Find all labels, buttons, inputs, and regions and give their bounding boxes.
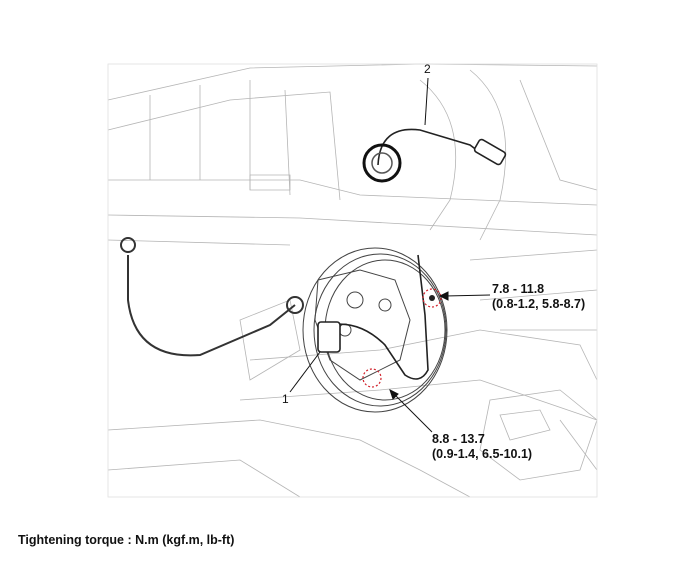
brake-hose (120, 237, 304, 357)
torque-spec-lower: 8.8 - 13.7 (0.9-1.4, 6.5-10.1) (432, 432, 532, 462)
torque-markers (362, 288, 442, 388)
torque-marker-lower (362, 368, 382, 388)
grommet (362, 143, 402, 183)
brake-assembly (302, 247, 448, 413)
torque-nm: 8.8 - 13.7 (432, 432, 485, 446)
tightening-torque-note: Tightening torque : N.m (kgf.m, lb-ft) (18, 533, 235, 547)
leader-lines (289, 77, 491, 433)
torque-alt: (0.8-1.2, 5.8-8.7) (492, 297, 586, 311)
torque-alt: (0.9-1.4, 6.5-10.1) (432, 447, 533, 461)
wheel-speed-sensor-cable (317, 128, 507, 380)
callout-2: 2 (424, 62, 431, 76)
callout-1: 1 (282, 392, 289, 406)
vehicle-body-lines (107, 63, 598, 498)
torque-nm: 7.8 - 11.8 (492, 282, 545, 296)
torque-marker-upper (422, 288, 442, 308)
torque-spec-upper: 7.8 - 11.8 (0.8-1.2, 5.8-8.7) (492, 282, 585, 312)
